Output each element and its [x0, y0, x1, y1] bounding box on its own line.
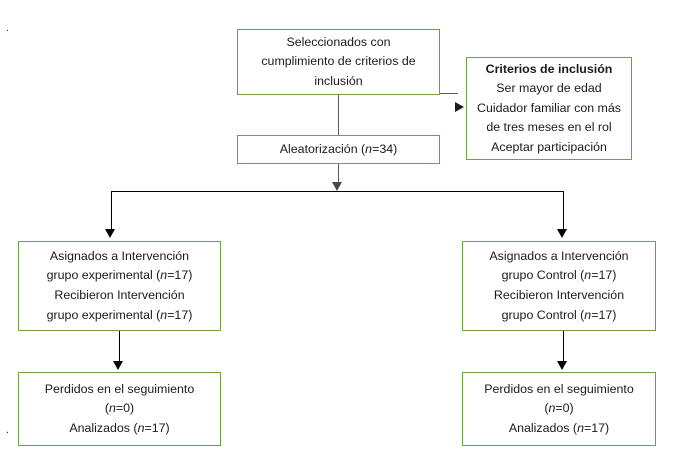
- line-3-prefix: Analizados (: [69, 420, 138, 435]
- node-grupo-control-line-1: Asignados a Intervención: [489, 248, 629, 263]
- node-grupo-control: Asignados a Intervención grupo Control (…: [462, 241, 656, 331]
- node-criterios-heading: Criterios de inclusión: [485, 61, 613, 76]
- connector-split-to-control: [563, 191, 564, 231]
- connector-split-to-experimental: [111, 191, 112, 231]
- arrowhead-to-criteria: [455, 102, 464, 112]
- node-aleatorizacion: Aleatorización (n=34): [237, 135, 440, 164]
- node-grupo-experimental-line-3: Recibieron Intervención: [54, 288, 185, 302]
- line-2-prefix: (: [544, 401, 549, 416]
- node-grupo-experimental: Asignados a Intervención grupo experimen…: [18, 241, 221, 331]
- node-control-resultados-line-1: Perdidos en el seguimiento: [484, 381, 634, 396]
- line-2-prefix: (: [104, 401, 109, 416]
- n-symbol: n: [584, 268, 592, 283]
- node-control-resultados: Perdidos en el seguimiento (n=0) Analiza…: [462, 372, 656, 446]
- node-experimental-resultados-line-2: (n=0): [105, 399, 134, 419]
- node-experimental-resultados-line-1: Perdidos en el seguimiento: [44, 381, 195, 396]
- connector-selection-to-randomization: [338, 95, 339, 135]
- node-seleccionados-line-2: cumplimiento de criterios de: [261, 54, 416, 69]
- line-4-suffix: =17): [591, 307, 617, 322]
- node-grupo-control-line-4: grupo Control (n=17): [502, 306, 617, 326]
- node-grupo-experimental-line-1: Asignados a Intervención: [49, 248, 190, 263]
- node-control-resultados-line-2: (n=0): [544, 399, 573, 419]
- node-criterios-line-3: de tres meses en el rol: [486, 120, 612, 135]
- node-experimental-resultados: Perdidos en el seguimiento (n=0) Analiza…: [18, 372, 221, 446]
- n-symbol: n: [108, 401, 116, 416]
- node-criterios-line-4: Aceptar participación: [491, 139, 607, 154]
- stray-mark-top-left: .: [6, 22, 10, 34]
- line-2-prefix: grupo experimental (: [46, 268, 161, 283]
- arrowhead-randomization-split: [332, 182, 342, 191]
- n-symbol: n: [577, 420, 584, 435]
- node-grupo-experimental-line-2: grupo experimental (n=17): [47, 266, 193, 286]
- node-seleccionados: Seleccionados con cumplimiento de criter…: [237, 29, 440, 95]
- node-grupo-control-line-2: grupo Control (n=17): [502, 266, 617, 286]
- arrowhead-to-control: [557, 229, 567, 238]
- line-2-suffix: =17): [591, 268, 617, 283]
- line-2-suffix: =17): [167, 268, 193, 283]
- node-criterios-line-1: Ser mayor de edad: [496, 81, 602, 96]
- n-symbol: n: [160, 268, 168, 283]
- connector-randomization-down: [338, 164, 339, 186]
- node-aleatorizacion-suffix: =34): [372, 141, 398, 156]
- line-3-suffix: =17): [144, 420, 170, 435]
- n-symbol: n: [548, 401, 556, 416]
- node-seleccionados-line-1: Seleccionados con: [286, 34, 391, 49]
- line-2-prefix: grupo Control (: [501, 268, 585, 283]
- arrowhead-to-experimental: [105, 229, 115, 238]
- line-4-suffix: =17): [167, 307, 193, 322]
- n-symbol: n: [584, 307, 592, 322]
- arrowhead-to-control-outcome: [557, 361, 567, 370]
- node-grupo-control-line-3: Recibieron Intervención: [493, 288, 625, 302]
- line-4-prefix: grupo experimental (: [46, 307, 161, 322]
- line-2-suffix: =0): [115, 401, 135, 416]
- node-criterios-line-2: Cuidador familiar con más: [477, 100, 621, 115]
- n-symbol: n: [365, 141, 373, 156]
- connector-experimental-to-outcome: [119, 331, 120, 363]
- node-criterios-inclusion: Criterios de inclusión Ser mayor de edad…: [466, 57, 632, 160]
- n-symbol: n: [137, 420, 145, 435]
- stray-mark-bottom-left: .: [6, 424, 10, 436]
- line-3-suffix: =17): [583, 420, 610, 435]
- node-aleatorizacion-label: Aleatorización (n=34): [280, 140, 397, 160]
- node-grupo-experimental-line-4: grupo experimental (n=17): [47, 306, 193, 326]
- connector-control-to-outcome: [563, 331, 564, 363]
- node-aleatorizacion-prefix: Aleatorización (: [279, 141, 366, 156]
- connector-split-horizontal: [111, 191, 564, 192]
- line-2-suffix: =0): [555, 401, 574, 416]
- line-3-prefix: Analizados (: [508, 420, 578, 435]
- line-4-prefix: grupo Control (: [501, 307, 585, 322]
- node-seleccionados-line-3: inclusión: [314, 73, 363, 88]
- arrowhead-to-experimental-outcome: [113, 361, 123, 370]
- n-symbol: n: [160, 307, 168, 322]
- node-control-resultados-line-3: Analizados (n=17): [509, 419, 609, 439]
- node-experimental-resultados-line-3: Analizados (n=17): [69, 419, 169, 439]
